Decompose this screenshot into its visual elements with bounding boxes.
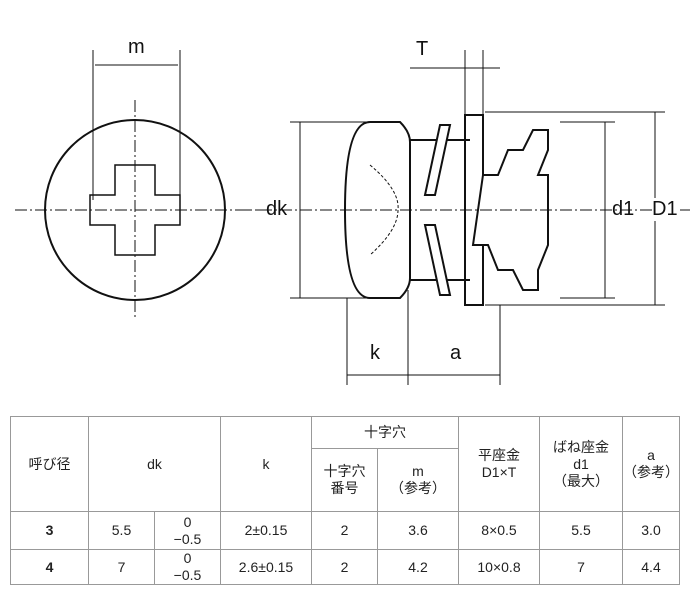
label-a: a <box>450 342 462 364</box>
tol-upper: 0 <box>183 550 192 566</box>
header-dk: dk <box>88 416 221 512</box>
cell-dk-tol: 0−0.5 <box>154 511 221 550</box>
tol-lower: −0.5 <box>173 567 202 583</box>
d1-label: d1 （最大） <box>553 455 609 489</box>
cell-nominal: 3 <box>10 511 89 550</box>
label-T: T <box>416 38 429 60</box>
header-flat-washer: 平座金 D1×T <box>458 416 540 512</box>
table-row: 4 7 0−0.5 2.6±0.15 2 4.2 10×0.8 7 4.4 <box>10 549 680 585</box>
side-view <box>240 50 690 385</box>
header-cross-recess: 十字穴 <box>311 416 459 449</box>
header-recess-no: 十字穴 番号 <box>311 448 378 512</box>
cell-k: 2.6±0.15 <box>220 549 312 585</box>
cell-flat-washer: 10×0.8 <box>458 549 540 585</box>
tol-upper: 0 <box>183 513 192 530</box>
cell-a: 3.0 <box>622 511 680 550</box>
cell-nominal: 4 <box>10 549 89 585</box>
screw-drawing <box>15 50 690 385</box>
label-d1: d1 <box>612 198 635 220</box>
label-m: m <box>128 36 145 58</box>
cell-recess-no: 2 <box>311 549 378 585</box>
top-view <box>15 50 260 320</box>
label-D1: D1 <box>652 198 678 221</box>
tol-lower: −0.5 <box>173 530 202 547</box>
label-k: k <box>370 342 380 364</box>
header-nominal: 呼び径 <box>10 416 89 512</box>
cell-dk: 7 <box>88 549 155 585</box>
cell-recess-no: 2 <box>311 511 378 550</box>
header-k: k <box>220 416 312 512</box>
cell-d1: 7 <box>539 549 623 585</box>
cell-m: 3.6 <box>377 511 459 550</box>
cell-a: 4.4 <box>622 549 680 585</box>
cell-k: 2±0.15 <box>220 511 312 550</box>
spring-washer-label: ばね座金 <box>553 438 609 455</box>
cell-d1: 5.5 <box>539 511 623 550</box>
cell-dk-tol: 0−0.5 <box>154 549 221 585</box>
cell-flat-washer: 8×0.5 <box>458 511 540 550</box>
cell-m: 4.2 <box>377 549 459 585</box>
cell-dk: 5.5 <box>88 511 155 550</box>
header-m: m （参考） <box>377 448 459 512</box>
table-row: 3 5.5 0−0.5 2±0.15 2 3.6 8×0.5 5.5 3.0 <box>10 511 680 550</box>
header-a: a （参考） <box>622 416 680 512</box>
label-dk: dk <box>266 198 288 220</box>
